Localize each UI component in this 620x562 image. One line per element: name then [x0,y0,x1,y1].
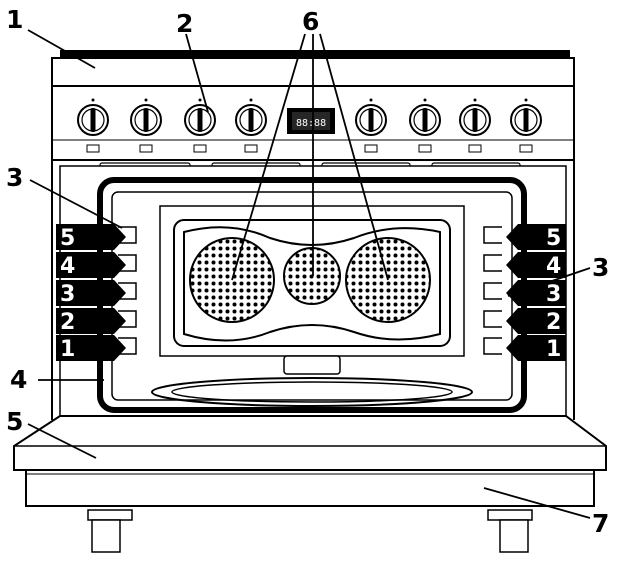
control-knob-icon[interactable] [510,98,542,153]
rack-guide-right [483,337,502,355]
rack-position-tab: 4 [56,252,126,279]
rack-guides [118,226,502,355]
rack-guide-right [483,310,502,328]
callout-rack-guide-left: 3 [6,163,23,192]
callout-cooktop: 1 [6,5,23,34]
rack-position-label: 4 [546,254,561,279]
rack-position-tab: 4 [506,252,566,279]
control-knob-icon[interactable] [409,98,441,153]
control-knob-icon[interactable] [130,98,162,153]
rack-position-tab: 1 [506,335,566,362]
rack-guide-right [483,282,502,300]
rack-position-label: 5 [546,226,561,251]
rack-guide-left [118,226,137,244]
callout-rack-guide-right: 3 [592,253,609,282]
leader-lines [27,29,591,519]
rack-position-tabs-right: 5 4 3 21 [506,224,566,362]
rack-guide-left [118,337,137,355]
callout-storage-drawer: 7 [592,509,609,538]
control-knob-icon[interactable] [77,98,109,153]
control-knob-icon[interactable] [459,98,491,153]
rack-guide-right [483,226,502,244]
control-knob-icon[interactable] [235,98,267,153]
leveling-feet [87,509,533,553]
control-knob-icon[interactable] [184,98,216,153]
rack-position-label: 3 [60,282,75,307]
rack-position-tab: 2 [56,308,126,335]
oven-door [13,415,607,471]
callout-oven-door: 5 [6,407,23,436]
rack-position-label: 1 [546,337,561,362]
rack-position-tab: 1 [56,335,126,362]
rack-position-label: 3 [546,282,561,307]
control-knobs [77,98,542,153]
rack-position-label: 2 [60,310,75,335]
control-knob-icon[interactable] [355,98,387,153]
rack-position-label: 4 [60,254,75,279]
rack-guide-right [483,254,502,272]
rack-position-tab: 5 [506,224,566,251]
callout-control-knob: 2 [176,9,193,38]
rack-position-tab: 3 [506,280,566,307]
rack-guide-left [118,254,137,272]
callout-door-gasket: 4 [10,365,27,394]
storage-drawer [25,469,595,507]
rack-position-label: 5 [60,226,75,251]
rack-guide-left [118,282,137,300]
rack-position-tabs-left: 5 4 3 21 [56,224,126,362]
rack-position-tab: 5 [56,224,126,251]
callout-convection-fans: 6 [302,7,319,36]
rack-position-tab: 3 [56,280,126,307]
rack-guide-left [118,310,137,328]
rack-position-label: 2 [546,310,561,335]
rack-position-tab: 2 [506,308,566,335]
clock-display-icon: 88:88 [287,108,335,134]
rack-position-label: 1 [60,337,75,362]
svg-text:88:88: 88:88 [296,118,326,129]
